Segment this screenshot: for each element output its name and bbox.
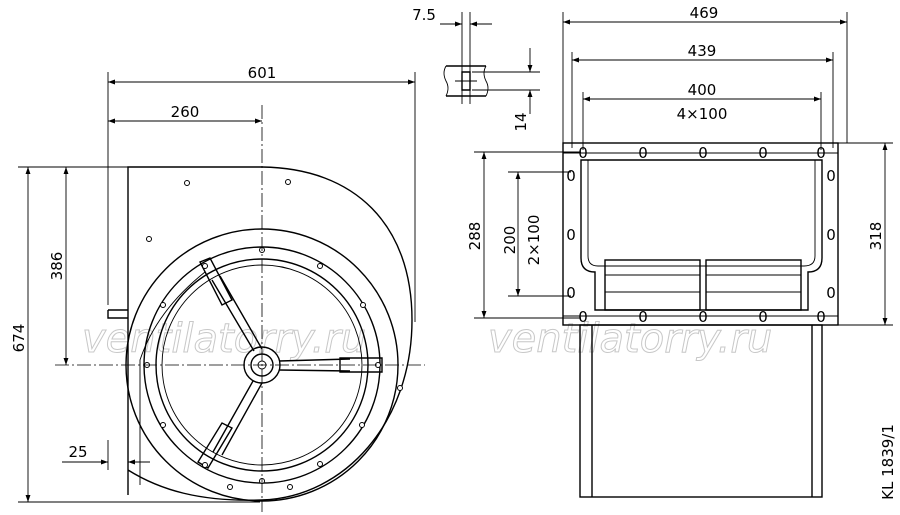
- outlet-flange: [562, 142, 839, 326]
- hole-mark: 0: [816, 144, 826, 162]
- dim-2x100-label: 2×100: [525, 215, 543, 266]
- hole-mark: 0: [698, 308, 708, 326]
- hole-mark: 0: [638, 144, 648, 162]
- hole-mark: 0: [826, 167, 836, 185]
- dim-7-5-label: 7.5: [412, 6, 436, 24]
- motor-struts: [197, 257, 383, 469]
- hole-mark: 0: [578, 308, 588, 326]
- hole-mark: 0: [578, 144, 588, 162]
- hole-mark: 0: [758, 308, 768, 326]
- side-view: 601 260 674 386 25: [10, 64, 425, 512]
- slot-detail: 7.5 14: [412, 6, 540, 132]
- scroll-housing-inner: [139, 271, 206, 485]
- drawing-code: KL 1839/1: [879, 424, 897, 500]
- hole-mark: 0: [758, 144, 768, 162]
- hole-mark: 0: [816, 308, 826, 326]
- dim-260-label: 260: [171, 103, 200, 121]
- dim-25-label: 25: [68, 443, 87, 461]
- ring-mounting-holes: [144, 247, 381, 490]
- scroll-housing-outline: [127, 166, 413, 501]
- hole-mark: 0: [826, 284, 836, 302]
- dim-288-label: 288: [466, 222, 484, 251]
- housing-screws: [146, 179, 403, 391]
- dim-400-label: 400: [688, 81, 717, 99]
- hole-mark: 0: [566, 284, 576, 302]
- hole-mark: 0: [698, 144, 708, 162]
- dim-674-label: 674: [10, 324, 28, 353]
- dim-439-label: 439: [688, 42, 717, 60]
- foot-plate: [107, 309, 128, 319]
- watermark-left: ventilatorry.ru: [82, 316, 366, 362]
- outlet-opening: [580, 159, 823, 311]
- hole-mark: 0: [826, 226, 836, 244]
- dim-601-label: 601: [248, 64, 277, 82]
- slot-outline: [461, 71, 471, 91]
- dim-318-label: 318: [867, 222, 885, 251]
- dim-200-label: 200: [501, 226, 519, 255]
- impeller-visible: [604, 259, 802, 311]
- flange-holes: 0 0 0 0 0 0 0 0 0 0 0 0 0 0 0 0: [566, 144, 836, 326]
- hole-mark: 0: [566, 226, 576, 244]
- hole-mark: 0: [638, 308, 648, 326]
- front-view: 0 0 0 0 0 0 0 0 0 0 0 0 0 0 0 0 469 43: [466, 4, 893, 498]
- dim-14-label: 14: [512, 112, 530, 131]
- hole-mark: 0: [566, 167, 576, 185]
- dim-386-label: 386: [48, 252, 66, 281]
- dim-469-label: 469: [690, 4, 719, 22]
- dim-4x100-label: 4×100: [677, 105, 728, 123]
- watermark-right: ventilatorry.ru: [488, 316, 772, 362]
